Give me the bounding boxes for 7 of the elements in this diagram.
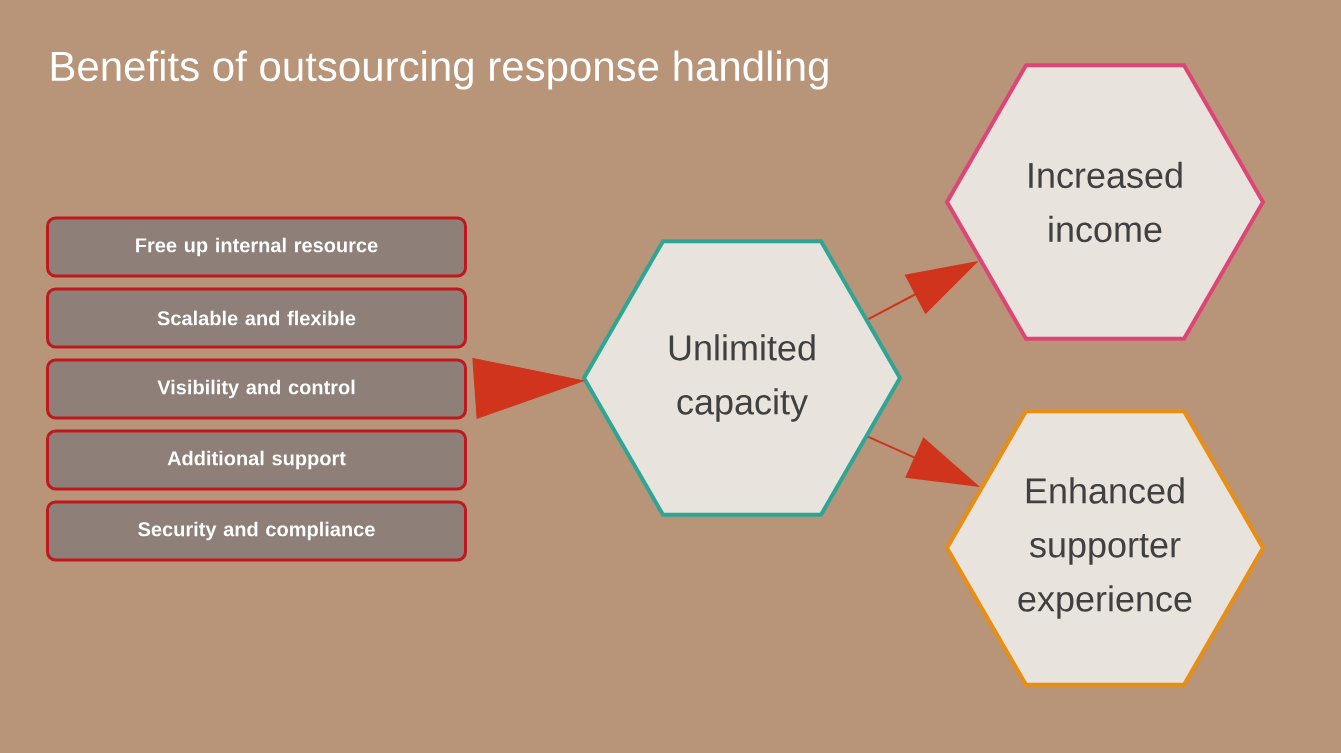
benefit-box: Security and compliance bbox=[46, 500, 467, 562]
benefit-box: Scalable and flexible bbox=[46, 287, 467, 349]
title: Benefits of outsourcing response handling bbox=[51, 50, 828, 90]
benefit-box: Free up internal resource bbox=[46, 216, 467, 278]
arrow bbox=[472, 358, 584, 419]
benefit-box: Visibility and control bbox=[46, 358, 467, 420]
benefit-box: Additional support bbox=[46, 429, 467, 491]
